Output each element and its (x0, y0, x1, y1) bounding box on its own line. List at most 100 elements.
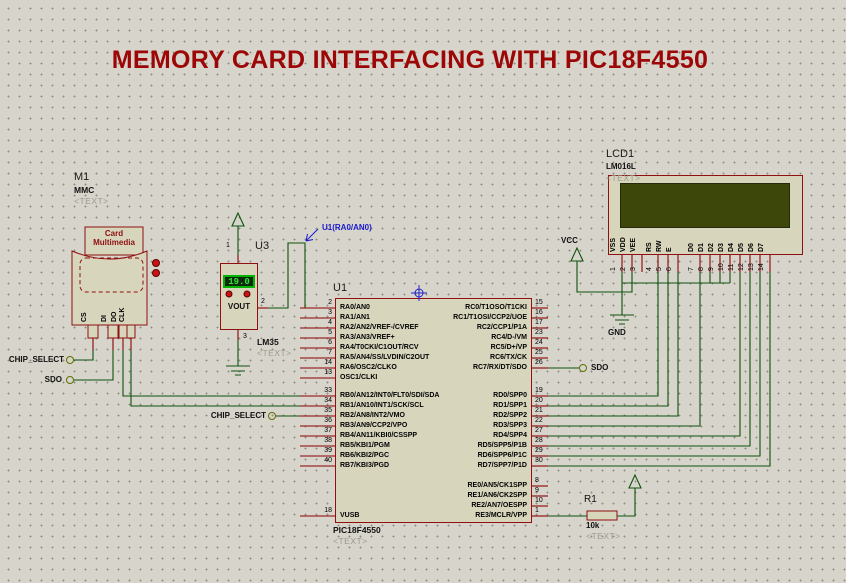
pic-pin-name: RE3/MCLR/VPP (475, 512, 527, 519)
terminal-label-chip-select-left[interactable]: CHIP_SELECT (8, 355, 64, 364)
pic-pin-number: 9 (535, 487, 539, 494)
lcd-pin-number: 10 (718, 263, 725, 271)
terminal-label-sdo-left[interactable]: SDO (44, 375, 62, 384)
lcd-pin-number: 4 (646, 267, 653, 271)
pic-pin-name: RE2/AN7/OESPP (471, 502, 527, 509)
probe-annotation: U1(RA0/AN0) (322, 223, 372, 232)
pic-pin-number: 10 (535, 497, 543, 504)
pic-pin-number: 2 (328, 299, 332, 306)
pic-pin-number: 28 (535, 437, 543, 444)
lcd-ref: LCD1 (606, 148, 635, 160)
pic-pin-name: RB4/AN11/KBI0/CSSPP (340, 432, 418, 439)
resistor-ref: R1 (584, 494, 597, 505)
lcd-pin-name: D1 (698, 243, 705, 252)
pic-pin-number: 25 (535, 349, 543, 356)
sensor-pin-number: 2 (261, 298, 265, 305)
card-label-line1: Card (104, 229, 124, 238)
pic-pin-name: RB7/KBI3/PGD (340, 462, 390, 469)
terminal-label-chip-select-mid[interactable]: CHIP_SELECT (210, 411, 266, 420)
pic-pin-number: 1 (535, 507, 539, 514)
pic-pin-number: 20 (535, 397, 543, 404)
pic-pin-number: 34 (324, 397, 332, 404)
card-label-line2: Multimedia (93, 238, 135, 247)
sensor-pin-number: 1 (226, 242, 230, 249)
pic-pin-number: 39 (324, 447, 332, 454)
lcd-pin-number: 7 (688, 267, 695, 271)
lcd-pin-name: VSS (610, 237, 617, 252)
pic-pin-name: RD1/SPP1 (493, 402, 527, 409)
pic-pin-name: RA4/T0CKI/C1OUT/RCV (340, 344, 419, 351)
pic-pin-number: 33 (324, 387, 332, 394)
terminal-label-sdo-right[interactable]: SDO (591, 363, 609, 372)
pic-pin-number: 15 (535, 299, 543, 306)
lcd-pin-name: D4 (728, 243, 735, 252)
card-pin-name: DO (111, 311, 118, 323)
sensor-pin-number: 3 (243, 333, 247, 340)
pic18f4550-body[interactable] (335, 298, 532, 523)
pic-pin-name: RE0/AN5/CK1SPP (467, 482, 527, 489)
pic-pin-name: RA2/AN2/VREF-/CVREF (340, 324, 419, 331)
sensor-ref: U3 (255, 240, 270, 252)
pic-pin-number: 16 (535, 309, 543, 316)
pic-pin-number: 8 (535, 477, 539, 484)
pic-pin-name: RC6/TX/CK (490, 354, 527, 361)
pic-pin-number: 21 (535, 407, 543, 414)
pic-pin-name: RA6/OSC2/CLKO (340, 364, 397, 371)
lcd-pin-name: D2 (708, 243, 715, 252)
pic-pin-number: 3 (328, 309, 332, 316)
lcd-pin-name: D6 (748, 243, 755, 252)
lcd-pin-number: 5 (656, 267, 663, 271)
card-pin-name: DI (101, 315, 108, 322)
pic-pin-number: 7 (328, 349, 332, 356)
pic-pin-number: 23 (535, 329, 543, 336)
lcd-pin-number: 6 (666, 267, 673, 271)
lm35-body[interactable] (220, 263, 258, 330)
card-ref: M1 (74, 171, 90, 183)
pic-pin-number: 4 (328, 319, 332, 326)
card-detect-dot (152, 269, 160, 277)
pic-pin-name: RA3/AN3/VREF+ (340, 334, 395, 341)
lcd-pin-name: D3 (718, 243, 725, 252)
pic-pin-name: RC4/D-/VM (491, 334, 527, 341)
lcd-pin-number: 12 (738, 263, 745, 271)
pic-pin-number: 35 (324, 407, 332, 414)
pic-pin-number: 17 (535, 319, 543, 326)
pic-pin-number: 5 (328, 329, 332, 336)
pic-pin-name: RC5/D+/VP (490, 344, 527, 351)
pic-pin-name: RB1/AN10/INT1/SCK/SCL (340, 402, 424, 409)
pic-pin-name: RC2/CCP1/P1A (476, 324, 527, 331)
card-pin-name: CLK (119, 307, 126, 322)
resistor-graphic[interactable] (586, 510, 618, 521)
pic-pin-name: RB5/KBI1/PGM (340, 442, 390, 449)
pic-pin-name: RA1/AN1 (340, 314, 370, 321)
pic-pin-name: RE1/AN6/CK2SPP (467, 492, 527, 499)
pic-pin-number: 19 (535, 387, 543, 394)
pic-pin-name: RB6/KBI2/PGC (340, 452, 390, 459)
lcd-screen (620, 183, 790, 228)
pic-pin-number: 22 (535, 417, 543, 424)
pic-pin-name: RD2/SPP2 (493, 412, 527, 419)
pic-pin-name: RB2/AN8/INT2/VMO (340, 412, 405, 419)
pic-pin-name: RC0/T1OSO/T1CKI (465, 304, 527, 311)
card-detect-dot (152, 259, 160, 267)
lcd-pin-name: E (666, 247, 673, 252)
pic-pin-name: RB0/AN12/INT0/FLT0/SDI/SDA (340, 392, 440, 399)
card-pin-name: CS (81, 312, 88, 322)
pic-pin-number: 6 (328, 339, 332, 346)
mcu-ref: U1 (333, 282, 348, 294)
resistor-value: 10k (586, 521, 600, 530)
schematic-title: MEMORY CARD INTERFACING WITH PIC18F4550 (111, 46, 709, 74)
lcd-pin-name: RW (656, 240, 663, 252)
lcd-pin-name: VDD (620, 237, 627, 252)
pic-pin-name: RD6/SPP6/P1C (477, 452, 527, 459)
lcd-pin-number: 8 (698, 267, 705, 271)
sensor-vout-label: VOUT (227, 302, 251, 311)
resistor-text-placeholder: <TEXT> (586, 531, 621, 541)
lm35-display: 19.0 (223, 275, 255, 288)
lcd-pin-number: 13 (748, 263, 755, 271)
pic-pin-name: RD0/SPP0 (493, 392, 527, 399)
card-text-placeholder: <TEXT> (74, 196, 109, 206)
pic-pin-name: RD3/SPP3 (493, 422, 527, 429)
pic-pin-number: 37 (324, 427, 332, 434)
